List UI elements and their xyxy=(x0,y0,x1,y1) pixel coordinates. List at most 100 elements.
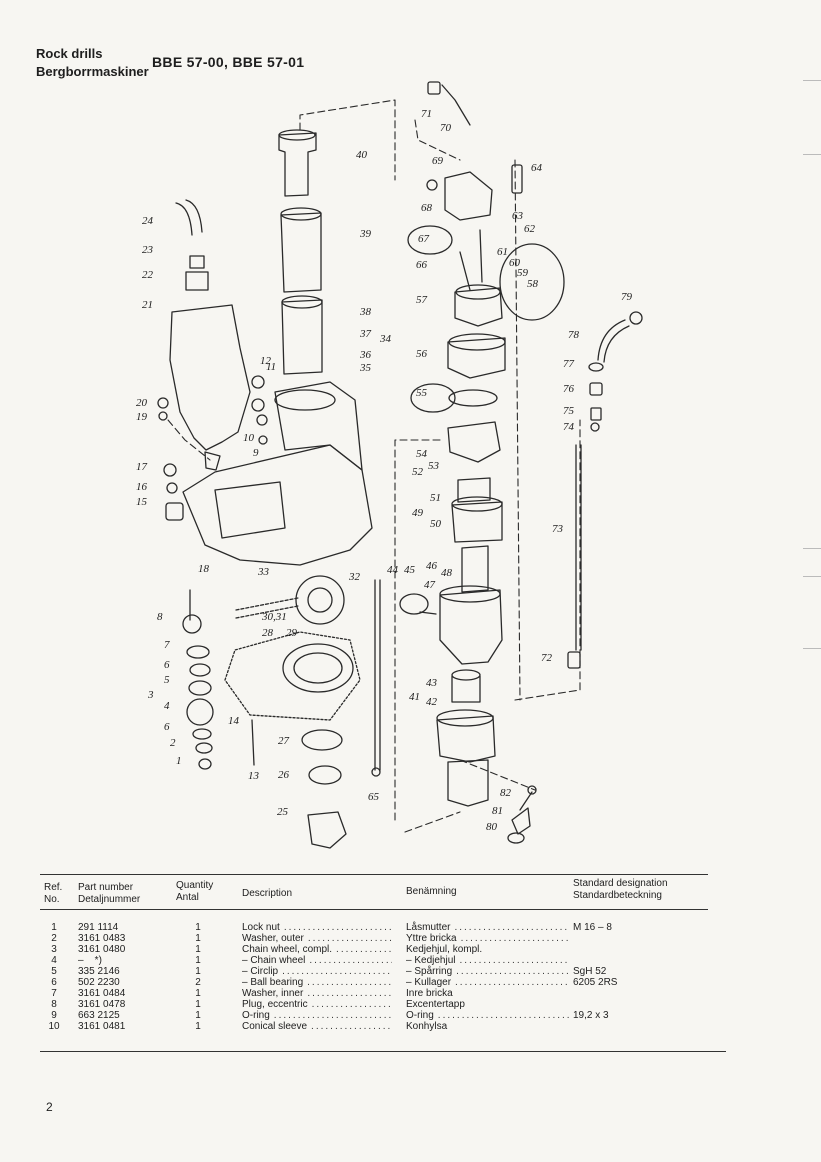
dot-leader: ........................................… xyxy=(336,944,392,955)
svg-text:19: 19 xyxy=(136,411,148,423)
svg-text:43: 43 xyxy=(426,677,438,689)
dot-leader: ........................................… xyxy=(454,922,570,933)
catalog-subtitle: Bergborrmaskiner xyxy=(36,64,149,79)
svg-text:12: 12 xyxy=(260,355,272,367)
dot-leader: ........................................… xyxy=(273,1010,392,1021)
svg-text:24: 24 xyxy=(142,215,154,227)
model-numbers: BBE 57-00, BBE 57-01 xyxy=(152,54,305,70)
svg-text:7: 7 xyxy=(164,639,170,651)
svg-text:54: 54 xyxy=(416,448,428,460)
catalog-title: Rock drills xyxy=(36,46,103,61)
dot-leader: ........................................… xyxy=(460,933,570,944)
svg-text:23: 23 xyxy=(142,244,154,256)
svg-text:59: 59 xyxy=(517,267,529,279)
header-benamning: Benämning xyxy=(406,886,457,897)
svg-text:38: 38 xyxy=(359,306,372,318)
dot-leader: ........................................… xyxy=(307,988,392,999)
header-description: Description xyxy=(242,888,293,899)
table-bottom-rule xyxy=(40,1051,726,1052)
svg-text:52: 52 xyxy=(412,466,424,478)
svg-text:36: 36 xyxy=(359,349,372,361)
svg-text:28: 28 xyxy=(262,627,274,639)
dot-leader: ........................................… xyxy=(311,1021,392,1032)
svg-text:46: 46 xyxy=(426,560,438,572)
svg-text:50: 50 xyxy=(430,518,442,530)
svg-text:55: 55 xyxy=(416,387,428,399)
svg-text:4: 4 xyxy=(164,700,170,712)
table-row: 4– *) 1– Chain wheel – Kedjehjul .......… xyxy=(51,955,570,966)
svg-text:26: 26 xyxy=(278,769,290,781)
svg-text:56: 56 xyxy=(416,348,428,360)
dot-leader: ........................................… xyxy=(283,922,392,933)
svg-text:40: 40 xyxy=(356,149,368,161)
svg-text:15: 15 xyxy=(136,496,148,508)
page-edge-mark xyxy=(803,576,821,577)
table-top-rule xyxy=(40,874,708,875)
svg-text:70: 70 xyxy=(440,122,452,134)
svg-text:53: 53 xyxy=(428,460,440,472)
svg-text:8: 8 xyxy=(157,611,163,623)
svg-text:79: 79 xyxy=(621,291,633,303)
svg-text:32: 32 xyxy=(348,571,361,583)
svg-text:63: 63 xyxy=(512,210,524,222)
dot-leader: ........................................… xyxy=(309,955,392,966)
svg-text:18: 18 xyxy=(198,563,210,575)
svg-text:49: 49 xyxy=(412,507,424,519)
svg-text:41: 41 xyxy=(409,691,420,703)
svg-text:5: 5 xyxy=(164,674,170,686)
dot-leader: ........................................… xyxy=(455,977,570,988)
svg-text:29: 29 xyxy=(286,627,298,639)
svg-text:75: 75 xyxy=(563,405,575,417)
svg-text:61: 61 xyxy=(497,246,508,258)
svg-text:81: 81 xyxy=(492,805,503,817)
svg-text:67: 67 xyxy=(418,233,430,245)
svg-text:68: 68 xyxy=(421,202,433,214)
svg-text:62: 62 xyxy=(524,223,536,235)
svg-text:9: 9 xyxy=(253,447,259,459)
page-edge-mark xyxy=(803,648,821,649)
table-header-rule xyxy=(40,909,708,910)
svg-text:69: 69 xyxy=(432,155,444,167)
svg-text:13: 13 xyxy=(248,770,260,782)
svg-text:25: 25 xyxy=(277,806,289,818)
svg-text:39: 39 xyxy=(359,228,372,240)
dot-leader: ........................................… xyxy=(282,966,392,977)
dot-leader: ........................................… xyxy=(459,955,570,966)
dot-leader: ........................................… xyxy=(437,1010,570,1021)
svg-text:73: 73 xyxy=(552,523,564,535)
svg-text:64: 64 xyxy=(531,162,543,174)
svg-text:78: 78 xyxy=(568,329,580,341)
svg-text:71: 71 xyxy=(421,108,432,120)
svg-text:42: 42 xyxy=(426,696,438,708)
svg-text:30,31: 30,31 xyxy=(261,611,287,623)
svg-text:21: 21 xyxy=(142,299,153,311)
svg-text:34: 34 xyxy=(379,333,392,345)
svg-text:65: 65 xyxy=(368,791,380,803)
page-edge-mark xyxy=(803,80,821,81)
svg-text:58: 58 xyxy=(527,278,539,290)
dot-leader: ........................................… xyxy=(307,933,392,944)
svg-text:74: 74 xyxy=(563,421,575,433)
svg-text:11: 11 xyxy=(266,361,276,373)
page-edge-mark xyxy=(803,154,821,155)
svg-text:72: 72 xyxy=(541,652,553,664)
svg-text:82: 82 xyxy=(500,787,512,799)
svg-text:27: 27 xyxy=(278,735,290,747)
svg-text:44: 44 xyxy=(387,564,399,576)
dot-leader: ........................................… xyxy=(456,966,570,977)
svg-text:37: 37 xyxy=(359,328,372,340)
svg-text:57: 57 xyxy=(416,294,428,306)
svg-text:33: 33 xyxy=(257,566,270,578)
svg-text:51: 51 xyxy=(430,492,441,504)
svg-text:1: 1 xyxy=(176,755,182,767)
dot-leader: ........................................… xyxy=(311,999,392,1010)
svg-text:10: 10 xyxy=(243,432,255,444)
